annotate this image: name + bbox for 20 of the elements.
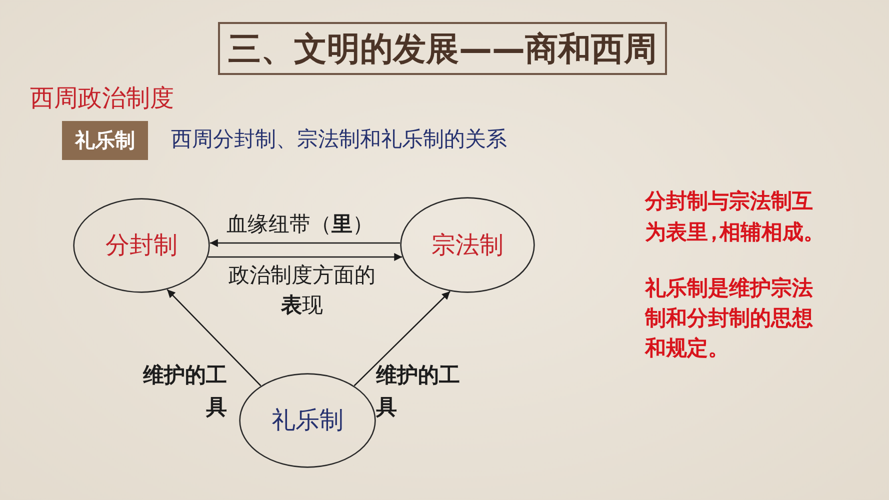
ellipse-node	[73, 198, 210, 293]
edge-label: 政治制度方面的表现	[228, 262, 376, 319]
subheading-text: 西周分封制、宗法制和礼乐制的关系	[171, 126, 507, 152]
arrow	[208, 253, 402, 262]
arrow	[354, 290, 450, 386]
arrow	[166, 289, 262, 386]
section-heading: 西周政治制度	[30, 83, 174, 113]
note-text: 礼乐制是维护宗法制和分封制的思想和规定。	[645, 275, 814, 362]
heading-tag: 礼乐制	[62, 121, 148, 160]
arrow	[210, 239, 400, 248]
ellipse-node	[400, 197, 535, 293]
title-banner: 三、文明的发展——商和西周	[218, 22, 667, 75]
node-label: 分封制	[106, 231, 178, 260]
edge-label: 维护的工具	[376, 362, 461, 421]
node-label: 礼乐制	[272, 406, 344, 435]
note-text: 分封制与宗法制互为表里，相辅相成。	[645, 188, 826, 246]
edge-label: 维护的工具	[142, 362, 227, 421]
node-label: 宗法制	[432, 230, 504, 260]
ellipse-node	[239, 373, 376, 468]
edge-label: 血缘纽带（里）	[226, 211, 374, 238]
